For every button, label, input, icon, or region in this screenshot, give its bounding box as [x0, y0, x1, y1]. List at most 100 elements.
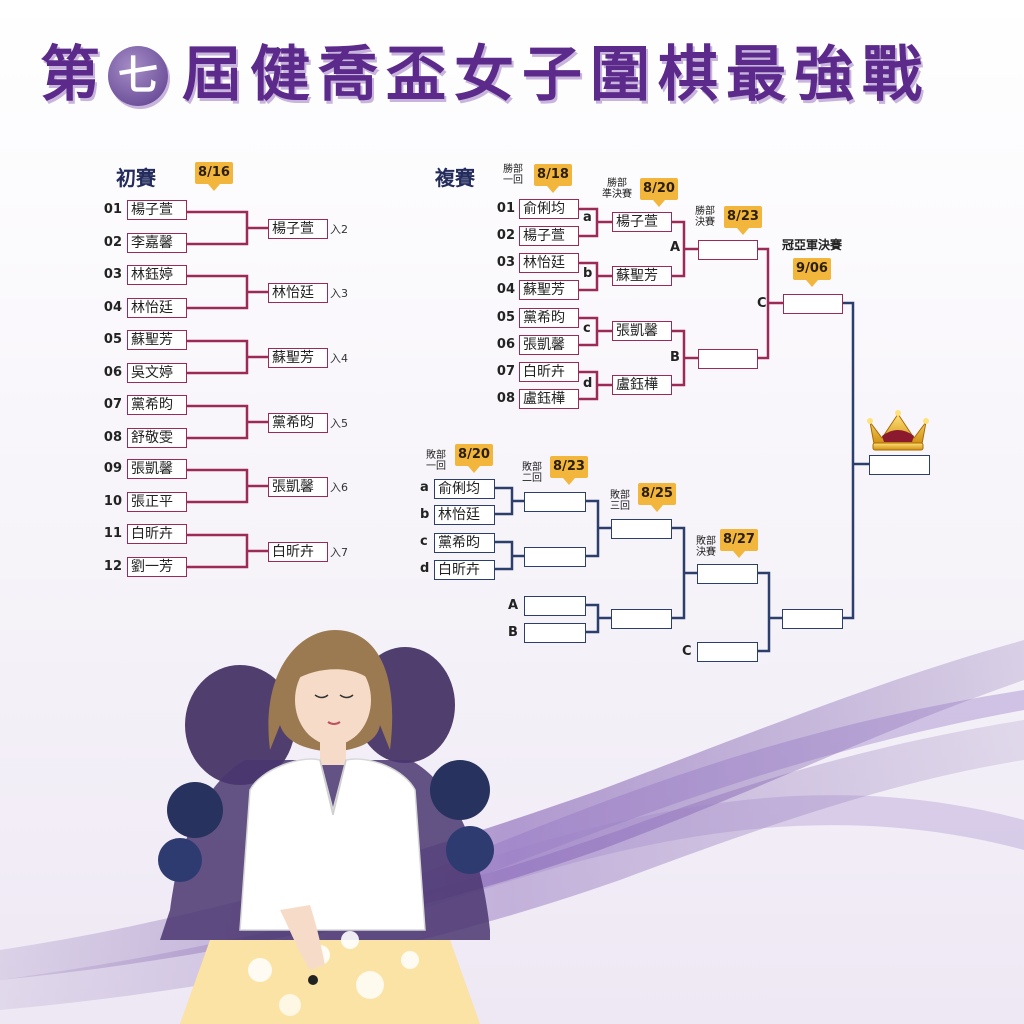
lb-round1-label: 敗部 一回	[426, 450, 446, 472]
player-name: 白昕卉	[519, 362, 579, 382]
player-name: 張正平	[127, 492, 187, 512]
match-letter-B: B	[670, 350, 680, 365]
player-name: 盧鈺樺	[519, 389, 579, 409]
player-name: 楊子萱	[612, 212, 672, 232]
lb-round1-date-badge: 8/20	[455, 444, 493, 473]
crown-icon	[867, 410, 929, 451]
player-name: 李嘉馨	[127, 233, 187, 253]
lb-round2-slot	[524, 547, 586, 567]
lb-round2-label: 敗部 二回	[522, 462, 542, 484]
match-letter: d	[420, 561, 430, 576]
match-letter: d	[583, 376, 593, 391]
player-name: 蘇聖芳	[612, 266, 672, 286]
lb-round2-slot	[524, 623, 586, 643]
lb-round2-slot	[524, 596, 586, 616]
grand-final-date-badge: 9/06	[793, 258, 831, 287]
player-name: 俞俐均	[519, 199, 579, 219]
seed-number: 08	[496, 391, 515, 406]
winner-name: 黨希昀	[268, 413, 328, 433]
match-letter: c	[420, 534, 428, 549]
winner-name: 白昕卉	[268, 542, 328, 562]
winner-name: 張凱馨	[268, 477, 328, 497]
prelim-lines	[185, 210, 268, 569]
player-name: 楊子萱	[519, 226, 579, 246]
advance-label: 入5	[330, 417, 348, 430]
advance-label: 入3	[330, 287, 348, 300]
seed-number: 05	[496, 310, 515, 325]
lb-round2-slot	[524, 492, 586, 512]
advance-label: 入4	[330, 352, 348, 365]
match-letter: a	[583, 210, 592, 225]
player-name: 張凱馨	[612, 321, 672, 341]
winner-name: 楊子萱	[268, 219, 328, 239]
lb-final-slot	[697, 642, 758, 662]
seed-number: 05	[103, 332, 122, 347]
seed-number: 02	[103, 235, 122, 250]
title-right: 屆健喬盃女子圍棋最強戰	[182, 40, 930, 110]
match-letter: b	[420, 507, 430, 522]
lb-final-date-badge: 8/27	[720, 529, 758, 558]
seed-number: 01	[103, 202, 122, 217]
player-name: 林怡廷	[519, 253, 579, 273]
wb-round1-label: 勝部 一回	[503, 164, 523, 186]
losers-bracket-lines	[492, 301, 869, 653]
prelim-date-badge: 8/16	[195, 162, 233, 191]
page-title: 第 七 屆健喬盃女子圍棋最強戰	[0, 30, 1024, 120]
seed-number: 04	[103, 300, 122, 315]
player-name: 林鈺婷	[127, 265, 187, 285]
wb-semi-date-badge: 8/20	[640, 178, 678, 207]
match-letter: c	[583, 321, 591, 336]
player-name: 白昕卉	[127, 524, 187, 544]
title-circled-numeral: 七	[108, 46, 168, 106]
wb-final-date-badge: 8/23	[724, 206, 762, 235]
seed-number: 08	[103, 430, 122, 445]
player-name: 蘇聖芳	[127, 330, 187, 350]
lb-letter-B: B	[508, 625, 518, 640]
wb-final-slot-2	[698, 349, 758, 369]
wb-champion-slot	[783, 294, 843, 314]
lb-final-slot	[697, 564, 758, 584]
seed-number: 01	[496, 201, 515, 216]
seed-number: 11	[103, 526, 122, 541]
match-letter: b	[583, 266, 593, 281]
seed-number: 04	[496, 282, 515, 297]
lb-champion-slot	[782, 609, 843, 629]
seed-number: 06	[496, 337, 515, 352]
player-illustration	[158, 630, 494, 1024]
match-letter: a	[420, 480, 429, 495]
lb-round3-date-badge: 8/25	[638, 483, 676, 512]
winners-bracket-lines	[577, 207, 783, 401]
player-name: 黨希昀	[127, 395, 187, 415]
seed-number: 07	[496, 364, 515, 379]
player-name: 吳文婷	[127, 363, 187, 383]
seed-number: 02	[496, 228, 515, 243]
seed-number: 06	[103, 365, 122, 380]
seed-number: 03	[496, 255, 515, 270]
player-name: 林怡廷	[434, 505, 495, 525]
main-title: 複賽	[435, 166, 475, 190]
player-name: 舒敬雯	[127, 428, 187, 448]
champion-slot	[869, 455, 930, 475]
lb-letter-A: A	[508, 598, 519, 613]
match-letter-A: A	[670, 240, 681, 255]
wb-round1-date-badge: 8/18	[534, 164, 572, 193]
wb-final-slot-1	[698, 240, 758, 260]
lb-round2-date-badge: 8/23	[550, 456, 588, 485]
player-name: 張凱馨	[519, 335, 579, 355]
player-name: 劉一芳	[127, 557, 187, 577]
player-name: 盧鈺樺	[612, 375, 672, 395]
player-name: 張凱馨	[127, 459, 187, 479]
advance-label: 入2	[330, 223, 348, 236]
winner-name: 林怡廷	[268, 283, 328, 303]
player-name: 蘇聖芳	[519, 280, 579, 300]
seed-number: 12	[103, 559, 122, 574]
grand-final-label: 冠亞軍決賽	[782, 238, 843, 252]
player-name: 白昕卉	[434, 560, 495, 580]
prelim-title: 初賽	[116, 166, 156, 190]
seed-number: 07	[103, 397, 122, 412]
seed-number: 03	[103, 267, 122, 282]
winner-name: 蘇聖芳	[268, 348, 328, 368]
advance-label: 入6	[330, 481, 348, 494]
lb-round3-slot	[611, 519, 672, 539]
